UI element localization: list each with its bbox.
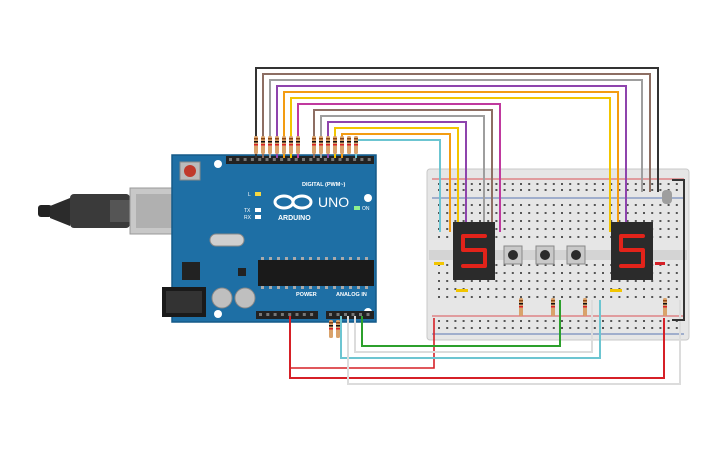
wire-brown-2	[313, 109, 493, 232]
arduino-brand: ARDUINO	[278, 215, 311, 222]
analog-header	[326, 311, 374, 319]
pushbutton-1[interactable]	[503, 245, 523, 265]
wire-white-2	[354, 300, 593, 353]
wire-purple	[276, 85, 627, 232]
seven-segment-left: 5	[453, 222, 495, 280]
display-right-digit: 5	[632, 275, 633, 277]
wire-black	[255, 67, 659, 192]
seven-segment-right: 5	[611, 222, 653, 280]
wire-green	[361, 300, 561, 347]
power-label: POWER	[296, 292, 317, 298]
digital-header	[226, 156, 374, 164]
led	[662, 190, 672, 204]
pushbutton-2[interactable]	[535, 245, 555, 265]
analog-label: ANALOG IN	[336, 292, 367, 298]
led-label-tx: TX	[244, 208, 251, 214]
wire-red-2	[289, 316, 435, 369]
analog-resistor-bank	[329, 320, 340, 338]
wires	[255, 67, 685, 385]
power-jack-icon	[162, 287, 206, 317]
on-label: ON	[362, 206, 370, 212]
wire-black-2	[672, 179, 685, 321]
wire-brown	[262, 73, 651, 192]
pulldown-resistors	[519, 298, 667, 316]
arduino-board: ARDUINO UNO DIGITAL (PWM~) POWER ANALOG …	[162, 154, 377, 323]
wire-orange	[283, 91, 619, 232]
reset-button-icon[interactable]	[179, 161, 201, 181]
digital-header-label: DIGITAL (PWM~)	[302, 182, 346, 188]
wire-magenta	[297, 103, 501, 232]
led-label-rx: RX	[244, 215, 252, 221]
wire-cyan-2	[340, 300, 601, 359]
power-header	[256, 311, 318, 319]
wire-yellow	[290, 97, 611, 232]
wire-gray	[269, 79, 643, 192]
infinity-logo-icon	[273, 194, 313, 210]
display-left-digit: 5	[474, 275, 475, 277]
led-label-l: L	[248, 192, 251, 198]
resistor-bank	[254, 136, 358, 154]
arduino-model: UNO	[318, 194, 349, 210]
wire-white	[347, 300, 681, 385]
pushbutton-3[interactable]	[566, 245, 586, 265]
